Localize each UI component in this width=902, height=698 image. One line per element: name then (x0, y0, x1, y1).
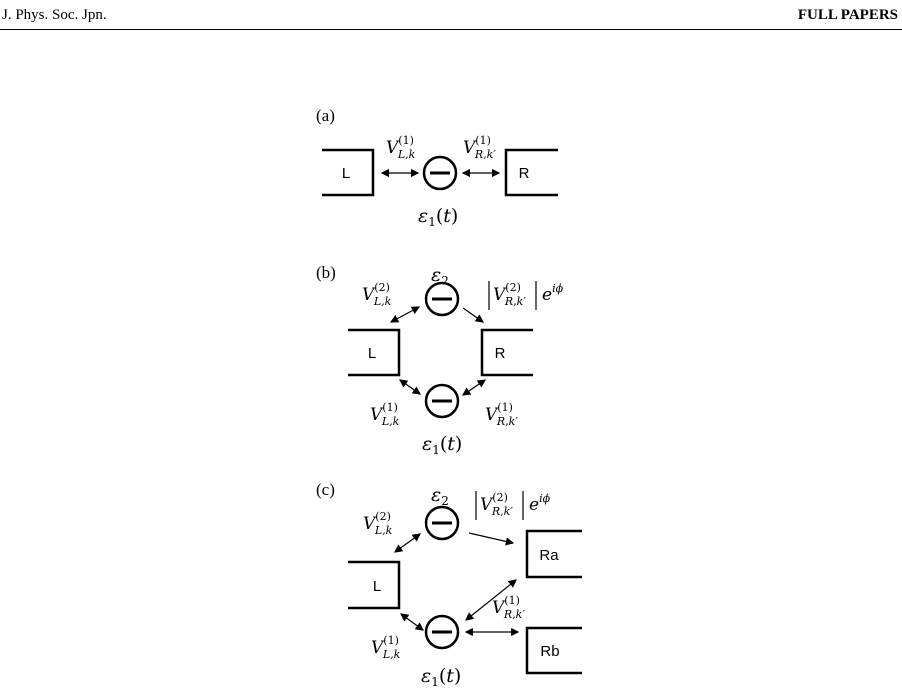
coupling-label-l1: V(1)L,k (370, 401, 400, 428)
quantum-dot-1 (424, 614, 460, 650)
svg-text:eiϕ: eiϕ (529, 492, 551, 515)
coupling-label-r1: V(1)R,k′ (463, 134, 496, 161)
coupling-label-l1: V(1)L,k (371, 634, 401, 661)
lead-l-label: L (373, 578, 381, 595)
coupling-label-l1: V(1)L,k (386, 134, 416, 161)
svg-text:eiϕ: eiϕ (542, 282, 564, 305)
coupling-label-l2: V(2)L,k (362, 281, 392, 308)
panel-b: (b) ε2 L R V(2)L,k V(2)R,k′ eiϕ V(1)L,k … (316, 263, 564, 457)
lead-rb-box (525, 626, 582, 675)
panel-a: (a) L R V(1)L,k V(1)R,k′ ε1(t) (316, 106, 558, 229)
panel-c: (c) ε2 L Ra Rb V(2)L,k V(2)R,k′ eiϕ V(1)… (316, 480, 582, 689)
dot1-energy-label: ε1(t) (418, 205, 458, 229)
coupling-arrow-l2 (394, 533, 421, 553)
lead-r-label: R (519, 165, 530, 182)
coupling-label-l2: V(2)L,k (363, 510, 393, 537)
dot1-energy-label: ε1(t) (422, 433, 462, 457)
lead-r-label: R (495, 345, 506, 362)
quantum-dot-1 (424, 383, 460, 419)
coupling-arrow-l1 (400, 613, 424, 631)
lead-l-box (348, 560, 401, 610)
panel-a-label: (a) (316, 106, 335, 125)
journal-name: J. Phys. Soc. Jpn. (2, 7, 107, 23)
panel-b-label: (b) (316, 263, 336, 282)
lead-l-label: L (368, 345, 376, 362)
lead-l-box (322, 148, 375, 197)
coupling-arrow-l2 (389, 306, 421, 323)
coupling-arrow-r2 (462, 307, 484, 323)
coupling-arrow-r2 (468, 532, 515, 546)
coupling-label-r1: V(1)R,k′ (492, 594, 525, 621)
coupling-label-r2: V(2)R,k′ eiϕ (488, 281, 564, 310)
panel-c-label: (c) (316, 480, 335, 499)
coupling-arrow-ra1 (465, 579, 517, 621)
lead-ra-box (525, 529, 582, 579)
svg-text:V(2)R,k′: V(2)R,k′ (480, 491, 513, 518)
lead-rb-label: Rb (540, 643, 559, 660)
section-label: FULL PAPERS (797, 7, 898, 23)
lead-ra-label: Ra (539, 547, 559, 564)
quantum-dot-2 (424, 505, 460, 541)
quantum-dot-2 (424, 281, 460, 317)
coupling-label-r1: V(1)R,k′ (485, 401, 518, 428)
lead-r-box (480, 328, 533, 377)
lead-l-box (348, 328, 401, 377)
dot2-energy-label: ε2 (431, 484, 449, 508)
dot1-energy-label: ε1(t) (421, 665, 461, 689)
svg-text:V(2)R,k′: V(2)R,k′ (493, 281, 526, 308)
coupling-arrow-r1 (462, 379, 486, 396)
quantum-dot-1 (422, 155, 458, 191)
lead-l-label: L (342, 165, 350, 182)
header-rule (0, 29, 902, 30)
lead-r-box (504, 148, 558, 197)
coupling-arrow-l1 (399, 379, 421, 395)
coupling-label-r2: V(2)R,k′ eiϕ (475, 491, 551, 520)
